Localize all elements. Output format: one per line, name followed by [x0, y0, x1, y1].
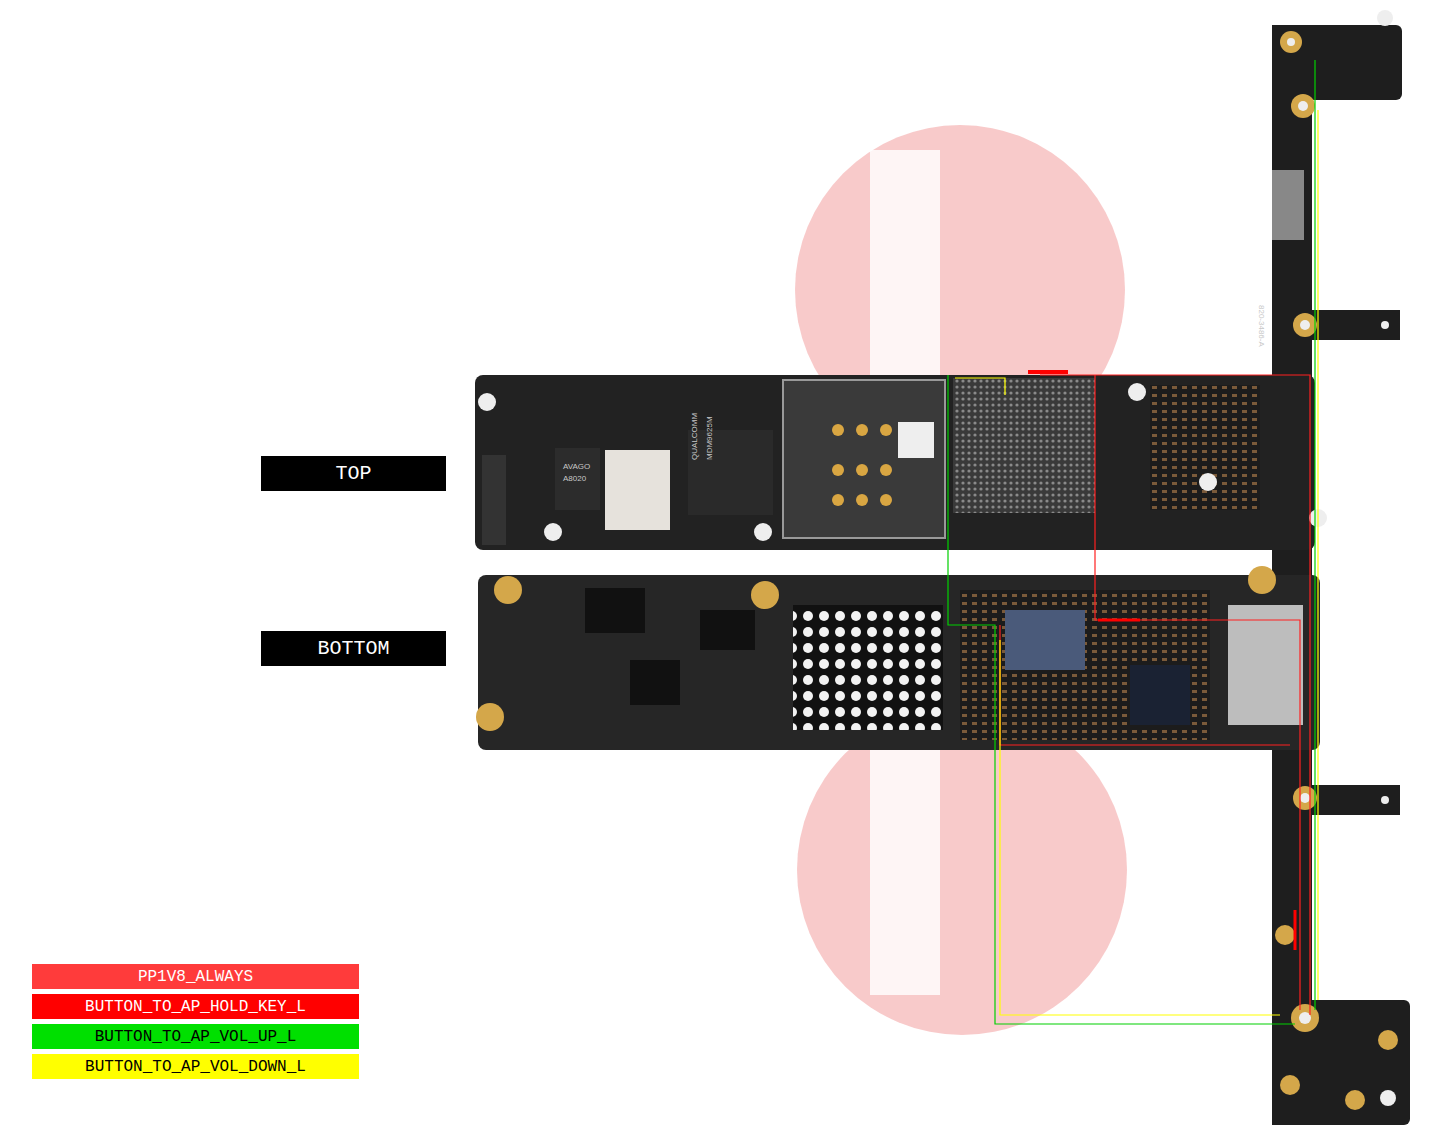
legend-swatch: BUTTON_TO_AP_HOLD_KEY_L: [32, 994, 359, 1019]
part-marking: 820-3486-A: [1257, 305, 1266, 347]
legend-swatch: BUTTON_TO_AP_VOL_DOWN_L: [32, 1054, 359, 1079]
legend-swatch: PP1V8_ALWAYS: [32, 964, 359, 989]
legend-text: BUTTON_TO_AP_VOL_UP_L: [95, 1028, 297, 1046]
legend-swatch: BUTTON_TO_AP_VOL_UP_L: [32, 1024, 359, 1049]
legend-text: BUTTON_TO_AP_HOLD_KEY_L: [85, 998, 306, 1016]
view-label: BOTTOM: [317, 637, 389, 660]
view-label-box: TOP: [261, 456, 446, 491]
part-marking: QUALCOMM: [690, 413, 699, 460]
view-label: TOP: [335, 462, 371, 485]
part-marking: A8020: [563, 474, 586, 483]
legend-text: PP1V8_ALWAYS: [138, 968, 253, 986]
view-label-box: BOTTOM: [261, 631, 446, 666]
legend-text: BUTTON_TO_AP_VOL_DOWN_L: [85, 1058, 306, 1076]
part-marking: AVAGO: [563, 462, 590, 471]
part-marking: MDM9625M: [705, 416, 714, 460]
